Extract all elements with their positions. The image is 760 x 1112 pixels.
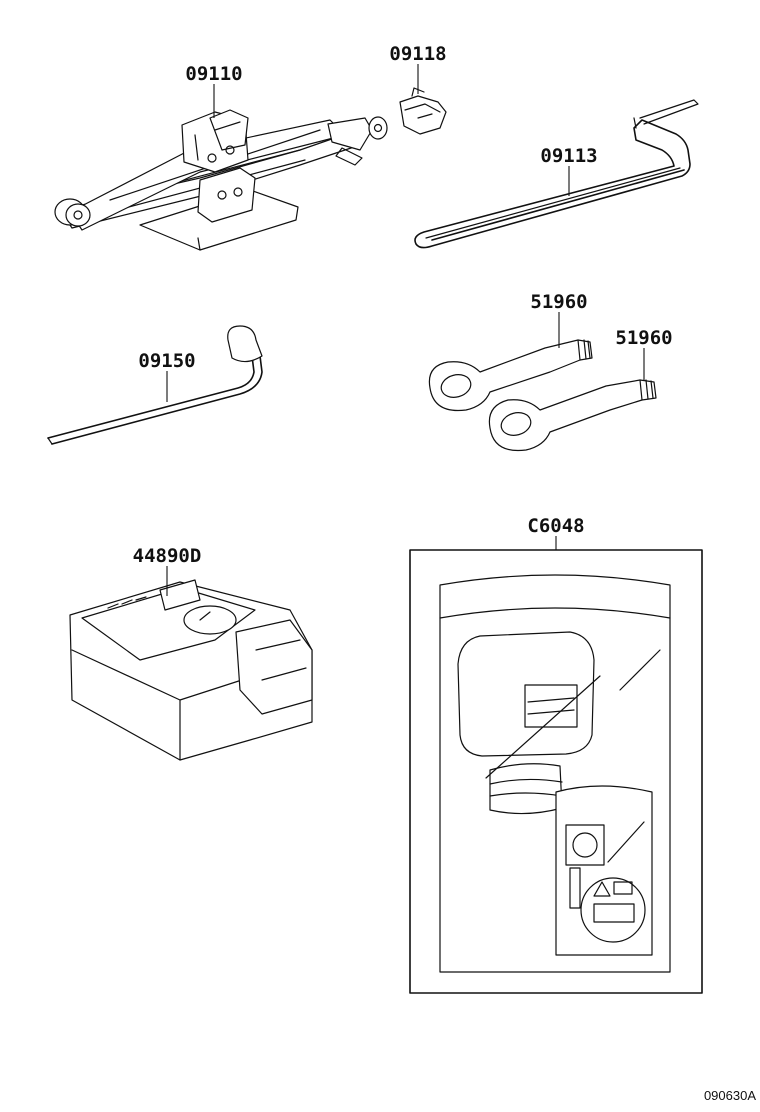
compressor-illustration [69, 579, 313, 761]
leader-lines [166, 64, 645, 596]
towing-eye-b-illustration [488, 379, 657, 452]
jack-handle-adapter-illustration [399, 87, 447, 135]
part-number-label-towing-eye-a: 51960 [530, 291, 587, 313]
sealant-kit-illustration [409, 549, 703, 994]
scissor-jack-illustration [54, 109, 388, 251]
part-number-label-jack: 09110 [185, 63, 242, 85]
part-number-label-wrench: 09150 [138, 350, 195, 372]
wheel-nut-wrench-illustration [47, 325, 263, 445]
towing-eye-a-illustration [428, 339, 593, 412]
diagram-reference-code: 090630A [704, 1088, 756, 1103]
part-number-label-towing-eye-b: 51960 [615, 327, 672, 349]
part-number-label-compressor: 44890D [133, 545, 202, 567]
part-number-label-sealant-kit: C6048 [527, 515, 584, 537]
part-number-label-jack-handle: 09113 [540, 145, 597, 167]
jack-handle-rod-illustration [414, 99, 699, 249]
part-number-label-adapter: 09118 [389, 43, 446, 65]
